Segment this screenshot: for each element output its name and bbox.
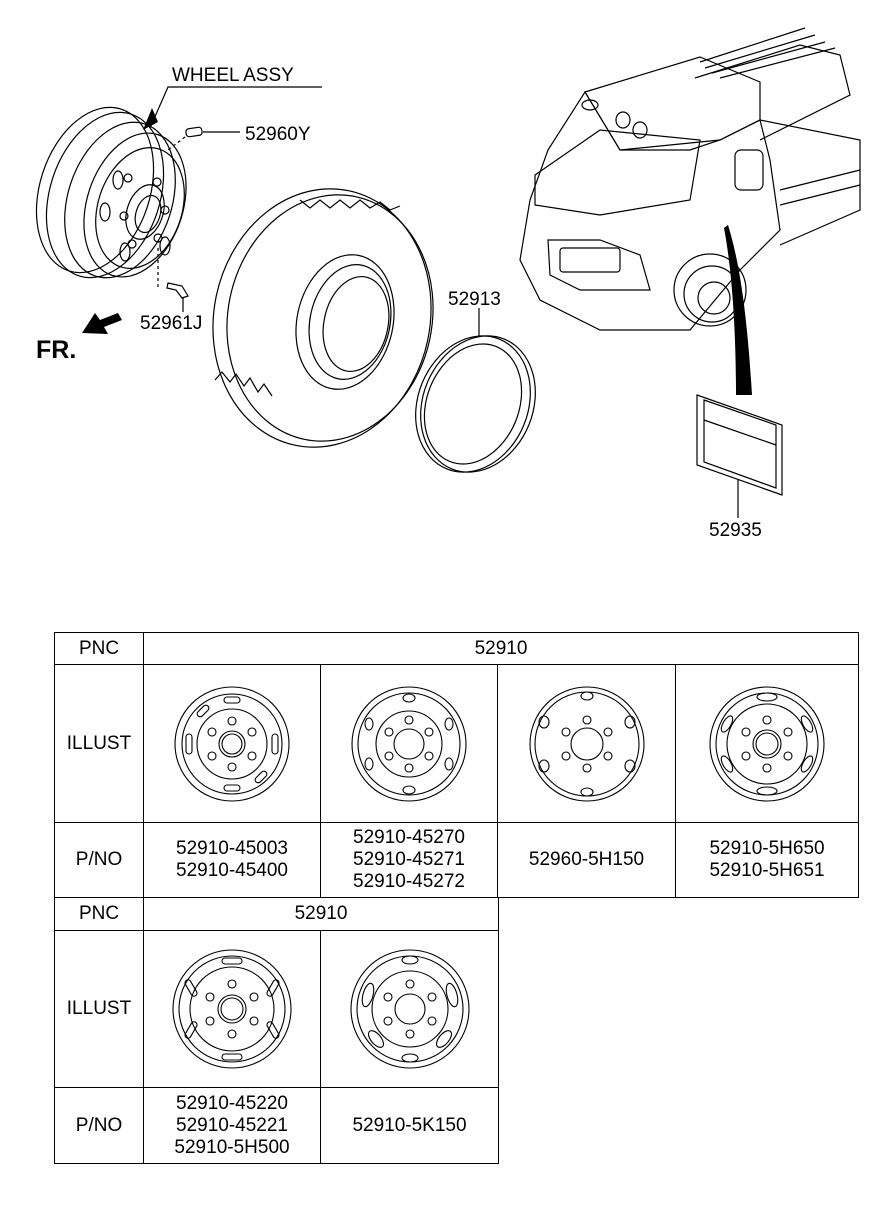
wheel-type-5-icon xyxy=(172,949,292,1069)
pnc-header: PNC xyxy=(54,632,144,665)
pno-header: P/NO xyxy=(54,1087,144,1164)
illust-header: ILLUST xyxy=(54,930,144,1088)
part-number: 52910-45271 xyxy=(353,849,465,870)
part-52961j-label: 52961J xyxy=(140,313,203,334)
wheel-illustration-4 xyxy=(674,664,860,823)
part-52935-label: 52935 xyxy=(709,520,762,541)
illust-header: ILLUST xyxy=(54,664,144,823)
part-number: 52910-45270 xyxy=(353,827,465,848)
part-number: 52910-45003 xyxy=(176,838,288,859)
pnc-header: PNC xyxy=(54,897,144,931)
pno-cell-5: 52910-45220 52910-45221 52910-5H500 xyxy=(143,1087,321,1164)
pno-cell-2: 52910-45270 52910-45271 52910-45272 xyxy=(320,822,498,898)
truck-drawing xyxy=(519,27,861,331)
pno-cell-4: 52910-5H650 52910-5H651 xyxy=(674,822,860,898)
part-number: 52910-5K150 xyxy=(352,1114,467,1136)
part-number: 52910-5H651 xyxy=(709,860,825,881)
wheel-illustration-2 xyxy=(320,664,498,823)
part-number: 52960-5H150 xyxy=(528,849,645,870)
wheel-illustration-1 xyxy=(143,664,321,823)
part-number: 52910-45400 xyxy=(176,860,288,881)
pno-cell-6: 52910-5K150 xyxy=(320,1087,499,1164)
pno-cell-1: 52910-45003 52910-45400 xyxy=(143,822,321,898)
wheel-assy-label: WHEEL ASSY xyxy=(172,65,294,86)
front-arrow-icon xyxy=(82,313,122,334)
part-number: 52910-5H650 xyxy=(709,838,825,859)
flap-drawing xyxy=(415,308,536,473)
wheel-illustration-6 xyxy=(320,930,499,1088)
wheel-illustration-5 xyxy=(143,930,321,1088)
wheel-type-4-icon xyxy=(709,685,825,802)
wheel-type-2-icon xyxy=(351,685,467,802)
part-number: 52910-45272 xyxy=(353,871,465,892)
label-plate-drawing xyxy=(696,394,783,518)
tire-drawing xyxy=(212,188,434,448)
wheel-illustration-3 xyxy=(497,664,676,823)
exploded-view-diagram xyxy=(35,27,861,518)
label-leader-icon xyxy=(724,225,752,395)
part-52913-label: 52913 xyxy=(448,289,501,310)
pno-cell-3: 52960-5H150 xyxy=(497,822,676,898)
wheel-type-6-icon xyxy=(349,949,470,1069)
pnc-value: 52910 xyxy=(143,897,499,931)
wheel-rim-drawing xyxy=(35,106,187,279)
front-direction-label: FR. xyxy=(36,336,77,364)
part-52960y-label: 52960Y xyxy=(245,124,311,145)
pnc-value: 52910 xyxy=(142,632,860,665)
valve-52961j-drawing xyxy=(157,248,189,312)
part-number: 52910-45220 xyxy=(176,1092,288,1114)
wheel-type-1-icon xyxy=(174,685,290,802)
wheel-parts-table-2: PNC 52910 ILLUST xyxy=(54,897,499,1164)
valve-52960y-drawing xyxy=(167,126,240,151)
part-number: 52910-5H500 xyxy=(174,1136,290,1158)
wheel-parts-table-1: PNC 52910 ILLUST xyxy=(54,632,860,898)
part-number: 52910-45221 xyxy=(176,1114,288,1136)
wheel-assy-leader xyxy=(149,86,322,129)
wheel-type-3-icon xyxy=(528,685,645,802)
pno-header: P/NO xyxy=(54,822,144,898)
